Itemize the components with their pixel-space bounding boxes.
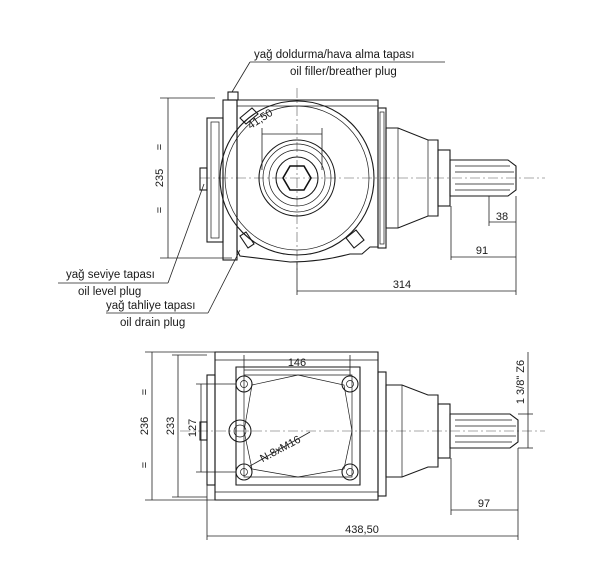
callout-level-tr: yağ seviye tapası	[66, 269, 155, 281]
callout-drain: yağ tahliye tapası oil drain plug	[106, 249, 241, 329]
dim-body-height: 233	[165, 417, 177, 435]
callout-filler-en: oil filler/breather plug	[290, 66, 397, 78]
dim-pto-spec: 1 3/8" Z6	[515, 360, 527, 404]
dim-side-length: 314	[393, 279, 411, 291]
callout-filler-tr: yağ doldurma/hava alma tapası	[254, 49, 414, 61]
callout-drain-en: oil drain plug	[120, 317, 185, 329]
top-view	[180, 351, 545, 501]
dim-bolt-spec: N.8xM16	[258, 434, 303, 465]
dim-total-height: 236	[139, 417, 151, 435]
dim-side-height: 235	[154, 169, 166, 187]
callout-filler: yağ doldurma/hava alma tapası oil filler…	[231, 49, 445, 93]
dim-shaft-length: 38	[496, 211, 508, 223]
dim-top-shaft-offset: 97	[478, 498, 490, 510]
dim-equal-mark: =	[154, 144, 166, 150]
callout-level: yağ seviye tapası oil level plug	[58, 183, 205, 298]
dim-shaft-offset: 91	[476, 245, 488, 257]
dim-bolt-height: 127	[187, 419, 199, 437]
dim-total-length: 438,50	[345, 524, 379, 536]
side-view	[199, 88, 545, 270]
dim-bolt-spacing: 146	[288, 357, 306, 369]
dim-equal-mark: =	[139, 462, 151, 468]
dim-equal-mark: =	[139, 389, 151, 395]
callout-level-en: oil level plug	[78, 286, 141, 298]
callout-drain-tr: yağ tahliye tapası	[106, 300, 196, 312]
dim-equal-mark: =	[154, 207, 166, 213]
top-view-dimensions: 146 236 = = 233 127 N.8xM16 1 3/8" Z6 97	[139, 351, 533, 540]
